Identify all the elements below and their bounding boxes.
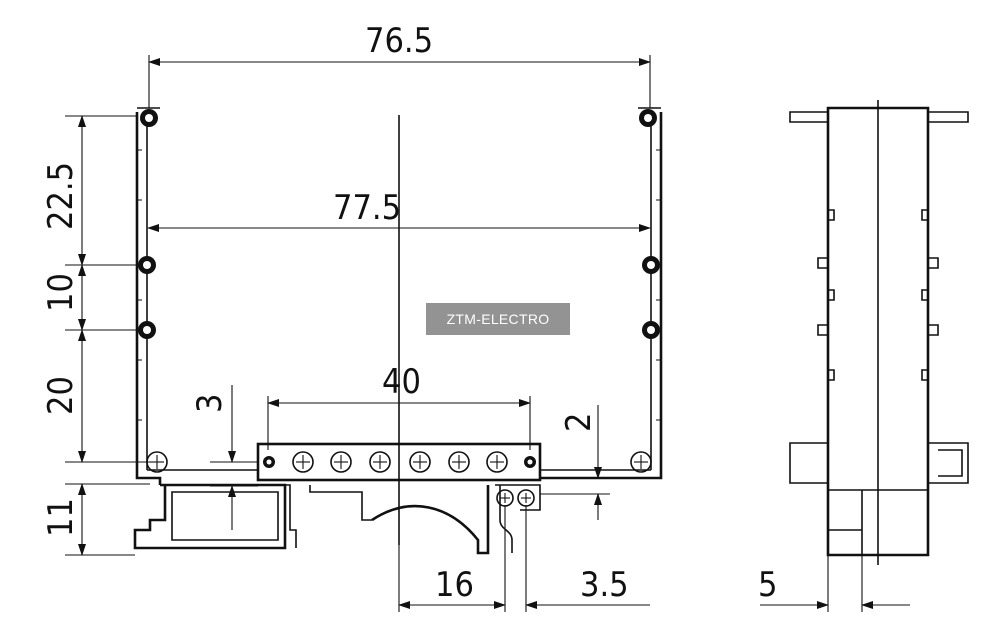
watermark-label: ZTM-ELECTRO [426,303,570,335]
dim-small-3: 3 [190,394,230,413]
dim-inner-width: 77.5 [333,188,401,228]
dim-small-2: 2 [559,413,599,432]
dim-side-5: 5 [758,565,777,605]
front-view [65,55,663,612]
dim-left-22-5: 22.5 [41,162,81,230]
dim-left-20: 20 [41,376,81,415]
dim-left-11: 11 [41,498,81,537]
dim-bottom-3-5: 3.5 [580,565,629,605]
dim-terminal-width: 40 [382,362,421,402]
dim-bottom-16: 16 [435,565,474,605]
side-view [760,100,969,612]
dim-left-10: 10 [41,273,81,312]
dim-top-width: 76.5 [365,21,433,61]
